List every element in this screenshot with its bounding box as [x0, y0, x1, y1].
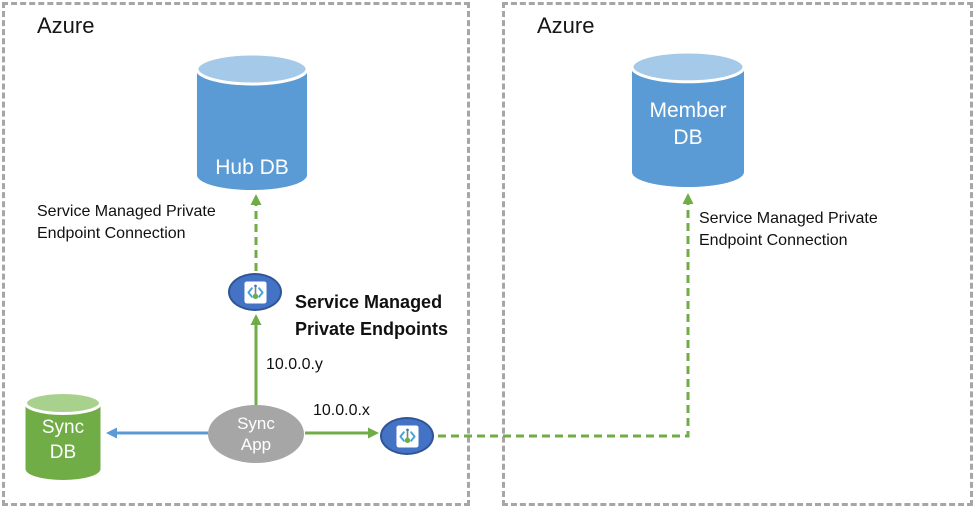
right-connection-annotation: Service Managed Private Endpoint Connect…	[699, 208, 878, 252]
left-connection-line2: Endpoint Connection	[37, 225, 186, 242]
ip-label-y: 10.0.0.y	[266, 356, 323, 373]
member-db-database: Member DB	[630, 50, 746, 189]
sync-app-label: Sync App	[237, 413, 275, 455]
private-endpoints-annotation: Service Managed Private Endpoints	[295, 289, 448, 343]
member-db-label-line2: DB	[673, 126, 703, 149]
left-connection-line1: Service Managed Private	[37, 203, 216, 220]
sync-db-label: Sync DB	[24, 415, 102, 465]
azure-region-left-label: Azure	[37, 13, 95, 38]
sync-app-label-line2: App	[240, 435, 272, 454]
hub-db-database: Hub DB	[195, 52, 309, 192]
database-cylinder-icon	[195, 52, 309, 190]
hub-db-label: Hub DB	[215, 156, 289, 179]
private-endpoint-icon	[228, 273, 282, 311]
database-cylinder-icon	[630, 50, 746, 188]
private-endpoints-line1: Service Managed	[295, 292, 443, 312]
left-connection-annotation: Service Managed Private Endpoint Connect…	[37, 201, 216, 245]
right-connection-line1: Service Managed Private	[699, 210, 878, 227]
azure-region-right-label: Azure	[537, 13, 595, 38]
member-db-label-line1: Member	[649, 99, 727, 122]
database-cylinder-icon	[24, 391, 102, 480]
sync-db-label-line1: Sync	[41, 417, 85, 438]
sync-app-node: Sync App	[208, 405, 304, 463]
sync-app-label-line1: Sync	[237, 414, 275, 433]
private-endpoint-icon	[380, 417, 434, 455]
right-connection-line2: Endpoint Connection	[699, 232, 848, 249]
private-endpoint-glyph	[395, 424, 419, 448]
ip-label-x: 10.0.0.x	[313, 402, 370, 419]
member-db-label: Member DB	[630, 97, 746, 151]
private-endpoint-glyph	[243, 280, 267, 304]
sync-db-database: Sync DB	[24, 391, 102, 483]
sync-db-label-line2: DB	[49, 442, 77, 463]
private-endpoints-line2: Private Endpoints	[295, 319, 449, 339]
